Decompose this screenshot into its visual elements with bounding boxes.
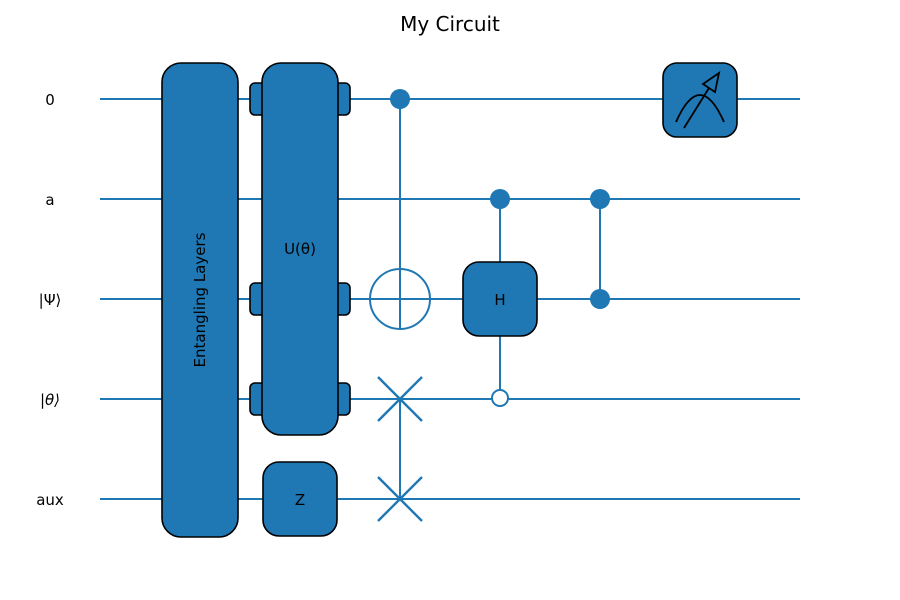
figure-title: My Circuit xyxy=(400,12,500,36)
h-control-dot xyxy=(490,189,510,209)
unitary-label: U(θ) xyxy=(284,240,316,258)
entangling-layers-box xyxy=(161,62,239,538)
cz-control-dot-psi xyxy=(590,289,610,309)
h-open-control xyxy=(491,389,509,407)
cz-control-dot-a xyxy=(590,189,610,209)
controlled-h-gate: H xyxy=(462,189,538,407)
gauge-icon xyxy=(675,70,725,129)
z-gate-label: Z xyxy=(295,491,305,509)
cz-gate xyxy=(590,189,610,309)
unitary-gate: U(θ) xyxy=(249,62,351,436)
cnot-gate xyxy=(369,89,431,330)
wire-label-theta: |θ⟩ xyxy=(40,391,60,409)
swap-x-theta-icon xyxy=(377,376,423,422)
cnot-control-dot xyxy=(390,89,410,109)
h-gate-label: H xyxy=(494,291,505,309)
wire-label-a: a xyxy=(45,191,54,209)
wire-label-0: 0 xyxy=(45,91,55,109)
measurement-gate xyxy=(662,62,738,138)
wire-label-aux: aux xyxy=(36,491,64,509)
entangling-layers-label: Entangling Layers xyxy=(191,232,209,367)
z-gate: Z xyxy=(262,461,338,537)
swap-gate xyxy=(377,376,423,522)
h-gate-box xyxy=(462,261,538,337)
unitary-box xyxy=(261,62,339,436)
cnot-target-icon xyxy=(369,268,431,330)
z-gate-box xyxy=(262,461,338,537)
measurement-box xyxy=(662,62,738,138)
wire-label-psi: |Ψ⟩ xyxy=(39,291,62,309)
entangling-layers-gate: Entangling Layers xyxy=(161,62,239,538)
swap-x-aux-icon xyxy=(377,476,423,522)
